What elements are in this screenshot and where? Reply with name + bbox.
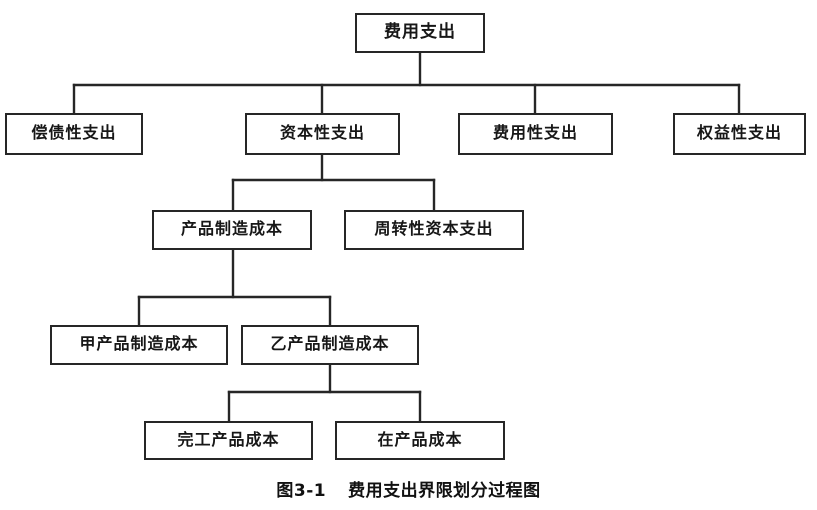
node-label: 资本性支出 [279,123,365,142]
figure-caption-title: 费用支出界限划分过程图 [348,481,541,501]
node-label: 费用性支出 [492,123,578,142]
node-label: 乙产品制造成本 [270,334,390,353]
node-feiyongzhichu[interactable]: 费用支出 [355,13,485,53]
node-label: 产品制造成本 [180,219,283,238]
node-chanpinzhizao[interactable]: 产品制造成本 [152,210,312,250]
node-yichanpin[interactable]: 乙产品制造成本 [241,325,419,365]
node-jiachanpin[interactable]: 甲产品制造成本 [50,325,228,365]
node-zhouzhuanxing[interactable]: 周转性资本支出 [344,210,524,250]
node-label: 甲产品制造成本 [79,334,199,353]
node-zaichanpin[interactable]: 在产品成本 [335,421,505,460]
node-label: 在产品成本 [377,429,463,449]
figure-caption: 图3-1 费用支出界限划分过程图 [0,476,817,501]
node-wangongchanpin[interactable]: 完工产品成本 [144,421,313,460]
node-feiyongxing[interactable]: 费用性支出 [458,113,613,155]
node-quanyixing[interactable]: 权益性支出 [673,113,806,155]
node-changzhaixing[interactable]: 偿债性支出 [5,113,143,155]
figure-caption-number: 图3-1 [276,481,327,501]
node-label: 完工产品成本 [177,429,280,449]
node-zibenxing[interactable]: 资本性支出 [245,113,400,155]
node-label: 权益性支出 [696,123,782,142]
node-label: 周转性资本支出 [374,219,494,238]
node-label: 费用支出 [384,21,456,42]
node-label: 偿债性支出 [31,123,117,142]
